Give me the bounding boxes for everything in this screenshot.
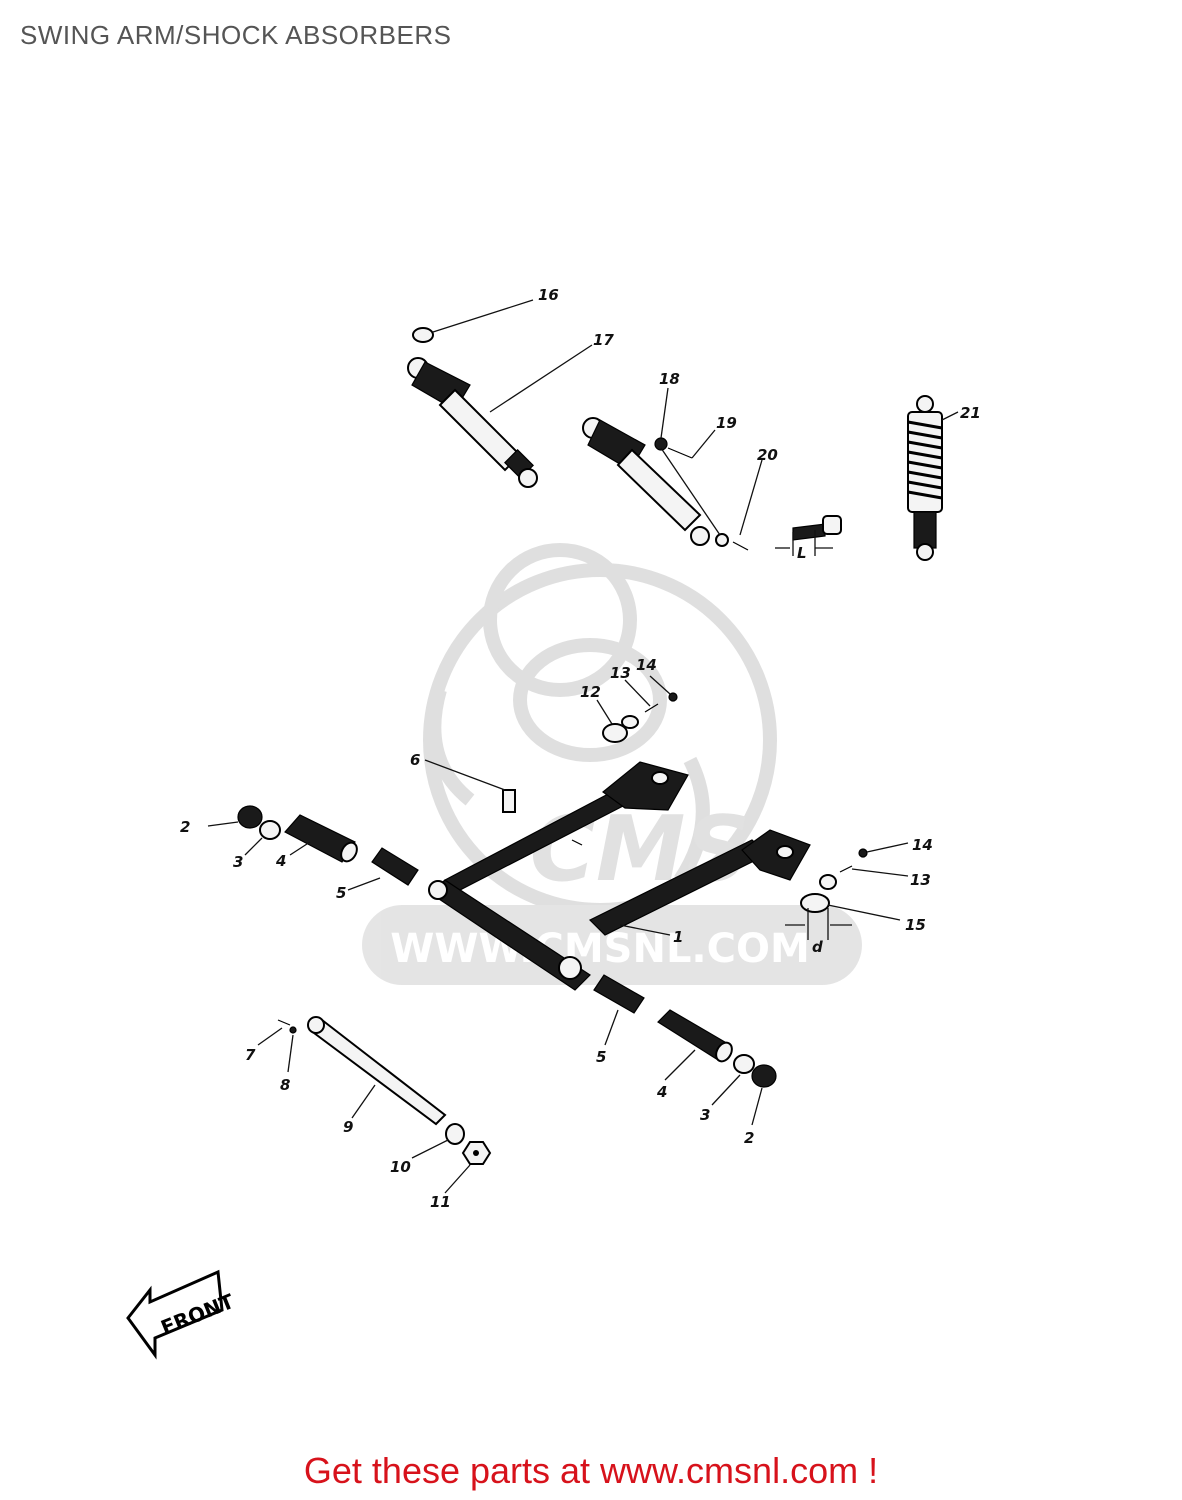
part-19-bolt	[667, 429, 716, 459]
part-14-nut-top	[649, 675, 678, 702]
callout-1: 1	[673, 928, 683, 946]
part-18-nut	[654, 387, 669, 451]
dimension-l-label: L	[797, 544, 807, 562]
callout-13-top: 13	[610, 664, 631, 682]
part-17-shock-absorber	[407, 344, 593, 488]
promo-link[interactable]: Get these parts at www.cmsnl.com !	[303, 1450, 879, 1491]
callout-9: 9	[343, 1118, 353, 1136]
part-16-cap	[412, 299, 534, 343]
callout-19: 19	[716, 414, 737, 432]
callout-6: 6	[410, 751, 420, 769]
callout-14-top: 14	[636, 656, 657, 674]
callout-2-right: 2	[744, 1129, 754, 1147]
part-4-sleeve-right	[657, 1009, 733, 1081]
callout-10: 10	[390, 1158, 411, 1176]
callout-8: 8	[280, 1076, 290, 1094]
callout-4-left: 4	[275, 852, 286, 870]
front-direction-arrow: FRONT	[126, 1269, 238, 1360]
part-shock-absorber-right	[582, 417, 710, 546]
callout-16: 16	[538, 286, 559, 304]
callout-11: 11	[430, 1193, 451, 1211]
part-11-nut	[444, 1141, 492, 1194]
callout-5-left: 5	[336, 884, 346, 902]
part-13-bolt-right	[839, 865, 909, 877]
callout-5-right: 5	[596, 1048, 606, 1066]
part-3-washer-left	[244, 820, 281, 856]
callout-2-left: 2	[180, 818, 190, 836]
part-13-bolt-top	[624, 679, 659, 713]
part-8-washer	[287, 1026, 297, 1073]
callout-3-right: 3	[700, 1106, 710, 1124]
dimension-d-label: d	[812, 938, 823, 956]
part-2-cap-right	[751, 1064, 777, 1126]
part-20-washer	[660, 447, 763, 551]
part-bolt-dimension-l: L	[775, 515, 842, 562]
callout-20: 20	[757, 446, 778, 464]
part-6-grease-nipple	[424, 759, 516, 813]
callout-15: 15	[905, 916, 926, 934]
part-14-nut-right	[858, 842, 909, 858]
callout-14-right: 14	[912, 836, 933, 854]
callout-7: 7	[245, 1046, 256, 1064]
part-5-bush-right	[593, 974, 645, 1046]
part-12-bracket	[596, 699, 639, 743]
callout-17: 17	[593, 331, 614, 349]
part-1-swing-arm	[428, 761, 811, 991]
callout-21: 21	[960, 404, 981, 422]
part-9-pivot-shaft	[307, 1016, 447, 1126]
part-15-bracket: d	[785, 874, 901, 956]
part-21-spring-shock	[907, 395, 959, 561]
part-10-washer	[411, 1123, 465, 1159]
part-2-cap-left	[207, 805, 263, 829]
callout-13-right: 13	[910, 871, 931, 889]
part-4-sleeve-left	[284, 814, 358, 863]
callout-12: 12	[580, 683, 601, 701]
callout-3-left: 3	[233, 853, 243, 871]
watermark-logo: CMS WWW.CMSNL.COM	[362, 543, 862, 985]
part-3-washer-right	[711, 1054, 755, 1106]
part-7-grease-fitting	[257, 1019, 291, 1046]
page-title: SWING ARM/SHOCK ABSORBERS	[20, 20, 452, 50]
callout-labels: 16 17 18 19 20 21 13 14 12 6 2 3 4 5 14 …	[180, 286, 981, 1211]
callout-4-right: 4	[656, 1083, 667, 1101]
watermark-url: WWW.CMSNL.COM	[390, 926, 810, 972]
callout-18: 18	[659, 370, 680, 388]
part-5-bush-left	[347, 847, 419, 891]
watermark-logo-text: CMS	[530, 797, 750, 902]
